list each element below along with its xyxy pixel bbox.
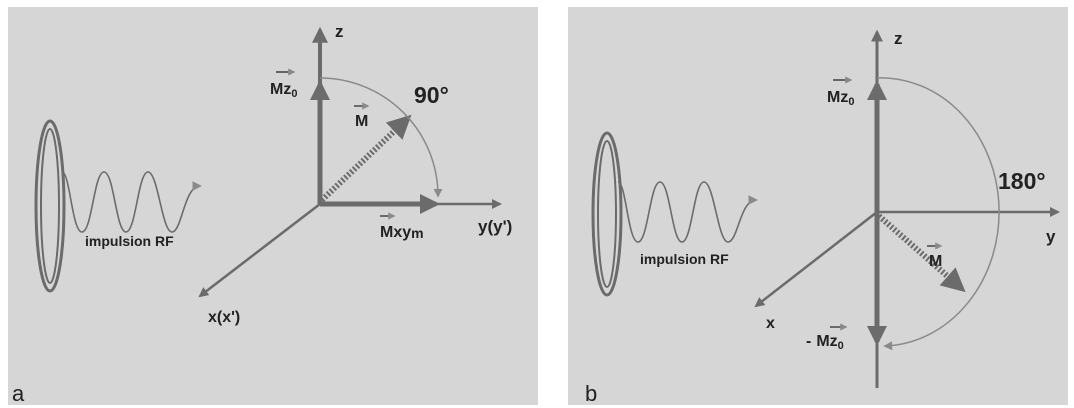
m-text: M [355, 113, 368, 130]
z-axis-label: z [335, 22, 344, 41]
panel-a: impulsion RF z y(y') x(x') Mz0 M Mxym 90… [8, 7, 538, 405]
x-axis-label: x [766, 315, 775, 332]
m-text: M [929, 253, 942, 270]
mxy-main: Mxy [380, 224, 411, 241]
panel-a-letter: a [12, 381, 25, 406]
mz0-sub: 0 [291, 88, 297, 100]
panel-b: impulsion RF z y x Mz0 M -Mz0 180° [568, 7, 1068, 405]
svg-text:Mxym: Mxym [380, 224, 424, 241]
x-axis-label: x(x') [208, 309, 240, 326]
mxy-sub: m [411, 225, 423, 241]
neg-mz0-main: Mz [816, 333, 837, 350]
panel-a-background [8, 7, 538, 405]
mz0-main: Mz [827, 89, 848, 106]
mz0-main: Mz [270, 81, 291, 98]
mz0-sub: 0 [848, 96, 854, 108]
neg-prefix: - [806, 333, 811, 350]
angle-label: 180° [998, 168, 1046, 194]
angle-label: 90° [414, 82, 449, 108]
rf-pulse-label: impulsion RF [640, 251, 729, 267]
neg-mz0-sub: 0 [838, 340, 844, 352]
y-axis-label: y(y') [478, 217, 512, 236]
y-axis-label: y [1046, 227, 1056, 246]
panel-b-letter: b [585, 381, 597, 406]
rf-pulse-label: impulsion RF [85, 233, 174, 249]
z-axis-label: z [894, 29, 903, 48]
